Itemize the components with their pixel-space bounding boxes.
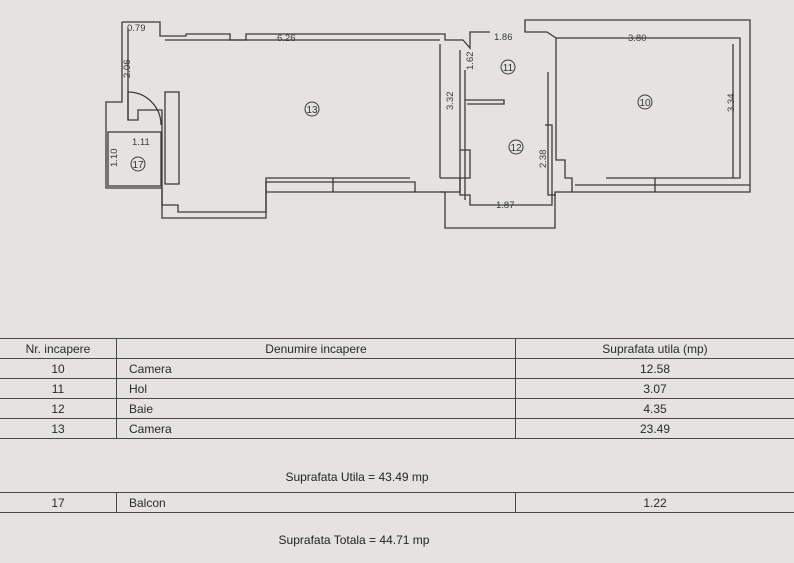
cell-area: 3.07 — [515, 378, 794, 399]
dim-162: 1.62 — [465, 52, 476, 71]
dim-380: 3.80 — [628, 33, 647, 44]
cell-nr: 13 — [0, 418, 117, 439]
dim-334: 3.34 — [726, 94, 737, 113]
table-row: 13 Camera 23.49 — [0, 418, 794, 439]
rooms-table: Nr. incapere Denumire incapere Suprafata… — [0, 338, 794, 439]
table-row: 11 Hol 3.07 — [0, 378, 794, 399]
table-row: 10 Camera 12.58 — [0, 358, 794, 379]
dim-332: 3.32 — [445, 92, 456, 111]
cell-area: 23.49 — [515, 418, 794, 439]
table-row: 17 Balcon 1.22 — [0, 492, 794, 513]
wall-outer — [105, 19, 751, 229]
room-label-11: 11 — [503, 63, 514, 74]
header-nr: Nr. incapere — [0, 338, 117, 359]
cell-name: Baie — [116, 398, 516, 419]
dim-079: 0.79 — [127, 23, 146, 34]
dim-186: 1.86 — [494, 32, 513, 43]
room-label-17: 17 — [132, 160, 144, 171]
balcony-table: 17 Balcon 1.22 — [0, 492, 794, 513]
room-label-13: 13 — [306, 105, 318, 116]
cell-area: 4.35 — [515, 398, 794, 419]
room-label-10: 10 — [639, 98, 651, 109]
wall-outer-top-left — [122, 21, 490, 50]
dim-110: 1.10 — [109, 149, 120, 168]
header-name: Denumire incapere — [116, 338, 516, 359]
cell-area: 12.58 — [515, 358, 794, 379]
cell-name: Camera — [116, 358, 516, 379]
floor-plan: 0.79 6.26 1.86 3.80 1.11 1.87 2.06 1.62 … — [105, 19, 751, 229]
dim-187: 1.87 — [496, 200, 515, 211]
room-label-12: 12 — [510, 143, 522, 154]
dim-238: 2.38 — [538, 150, 549, 169]
cell-nr: 10 — [0, 358, 117, 379]
cell-name: Balcon — [116, 492, 516, 513]
header-area: Suprafata utila (mp) — [515, 338, 794, 359]
table-row: 12 Baie 4.35 — [0, 398, 794, 419]
cell-area: 1.22 — [515, 492, 794, 513]
cell-nr: 12 — [0, 398, 117, 419]
summary-total-area: Suprafata Totala = 44.71 mp — [278, 533, 430, 547]
cell-name: Hol — [116, 378, 516, 399]
summary-usable-area: Suprafata Utila = 43.49 mp — [285, 470, 429, 484]
cell-name: Camera — [116, 418, 516, 439]
dim-206: 2.06 — [122, 60, 133, 79]
dim-111: 1.11 — [132, 137, 150, 148]
table-header: Nr. incapere Denumire incapere Suprafata… — [0, 338, 794, 359]
cell-nr: 11 — [0, 378, 117, 399]
wall-inner-13 — [127, 28, 410, 213]
cell-nr: 17 — [0, 492, 117, 513]
dim-626: 6.26 — [277, 33, 296, 44]
